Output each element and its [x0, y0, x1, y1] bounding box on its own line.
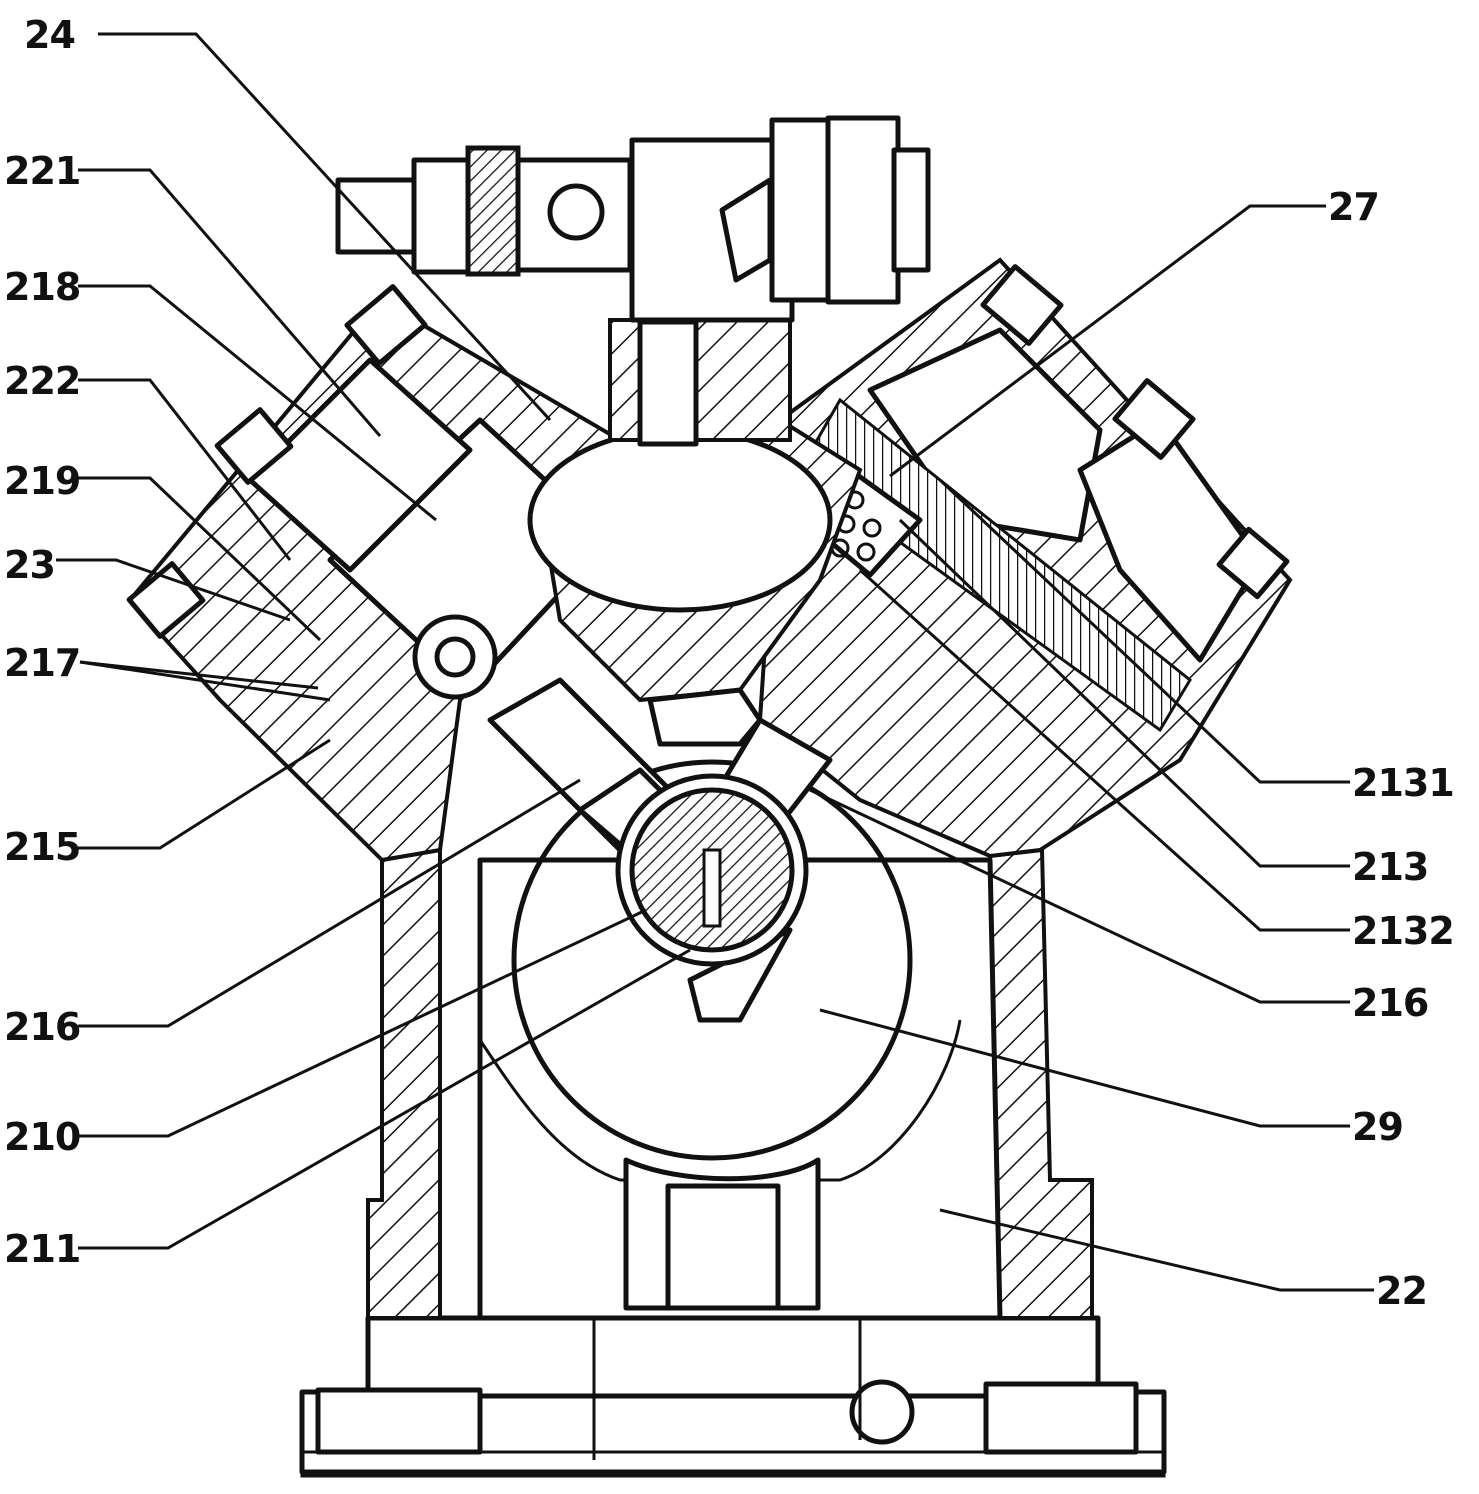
callout-222: 222 — [4, 359, 292, 561]
svg-text:24: 24 — [24, 13, 75, 57]
callout-213: 213 — [898, 518, 1429, 889]
callout-217: 217 — [4, 641, 331, 702]
callout-24: 24 — [24, 13, 552, 422]
svg-text:22: 22 — [1376, 1269, 1427, 1313]
callout-210: 210 — [4, 908, 647, 1159]
svg-text:210: 210 — [4, 1115, 80, 1159]
callout-2132: 2132 — [858, 568, 1455, 953]
svg-text:215: 215 — [4, 825, 80, 869]
crankshaft — [615, 773, 809, 967]
svg-text:29: 29 — [1352, 1105, 1403, 1149]
callout-211: 211 — [4, 948, 691, 1271]
callout-216-left: 216 — [4, 778, 581, 1049]
callout-22: 22 — [939, 1208, 1428, 1313]
callout-221: 221 — [4, 149, 382, 437]
svg-text:219: 219 — [4, 459, 80, 503]
svg-text:217: 217 — [4, 641, 80, 685]
callout-23: 23 — [4, 543, 291, 622]
svg-text:211: 211 — [4, 1227, 80, 1271]
callout-216-right: 216 — [809, 788, 1429, 1025]
svg-text:221: 221 — [4, 149, 80, 193]
callout-218: 218 — [4, 265, 437, 522]
svg-text:213: 213 — [1352, 845, 1428, 889]
callout-219: 219 — [4, 459, 322, 642]
callout-215: 215 — [4, 738, 331, 869]
knurled-nut — [465, 145, 521, 277]
top-valve-assembly — [335, 115, 931, 703]
callout-2131: 2131 — [938, 478, 1455, 805]
callout-27: 27 — [889, 185, 1380, 478]
svg-text:27: 27 — [1328, 185, 1379, 229]
svg-text:218: 218 — [4, 265, 80, 309]
svg-text:2132: 2132 — [1352, 909, 1454, 953]
callout-29: 29 — [819, 1008, 1404, 1149]
crankcase-body — [366, 847, 1094, 1321]
right-cylinder-bank — [757, 257, 1293, 859]
callouts: 24 221 218 222 219 23 217 — [4, 13, 1455, 1313]
svg-text:216: 216 — [1352, 981, 1428, 1025]
svg-text:2131: 2131 — [1352, 761, 1454, 805]
crank-chamber — [511, 759, 913, 1161]
base-plate — [299, 1315, 1167, 1478]
left-cylinder-bank — [126, 284, 622, 863]
svg-text:222: 222 — [4, 359, 80, 403]
svg-text:23: 23 — [4, 543, 55, 587]
svg-text:216: 216 — [4, 1005, 80, 1049]
